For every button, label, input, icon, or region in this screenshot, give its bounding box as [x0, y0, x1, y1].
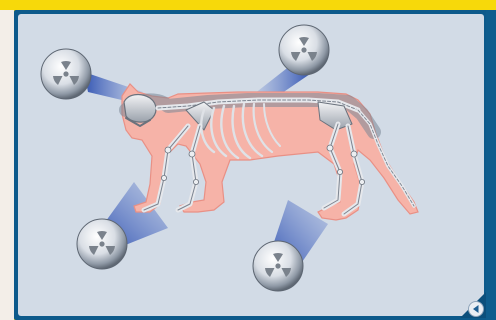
- right-edge-strip: [486, 10, 496, 320]
- emitter-bottom-right[interactable]: [253, 241, 303, 291]
- emitter-top-left[interactable]: [41, 49, 91, 99]
- back-arrow-icon: [460, 292, 486, 318]
- left-background-strip: [0, 10, 14, 320]
- xray-panel: [18, 14, 484, 316]
- top-banner: [0, 0, 496, 10]
- back-button[interactable]: [460, 292, 486, 318]
- xray-scene: [18, 14, 484, 316]
- viewer-frame: [14, 10, 488, 320]
- emitter-top-right[interactable]: [279, 25, 329, 75]
- emitter-bottom-left[interactable]: [77, 219, 127, 269]
